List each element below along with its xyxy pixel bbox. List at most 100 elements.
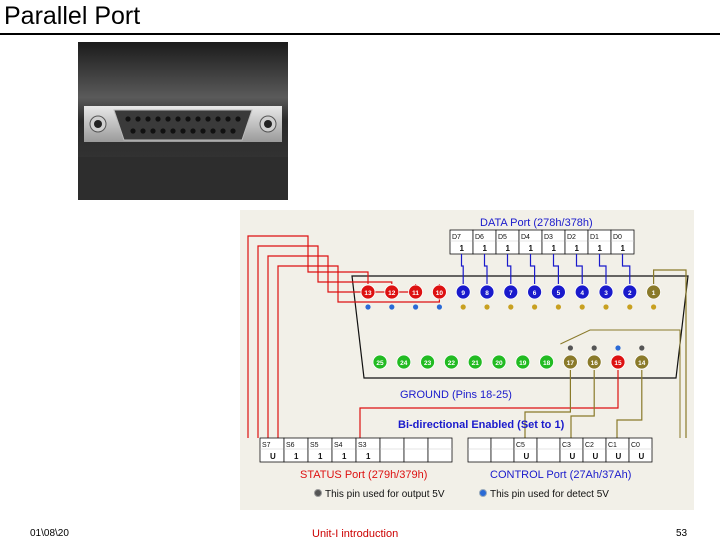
pin-label: 22	[448, 360, 456, 367]
status-cell	[307, 437, 333, 463]
control-bit-value: U	[639, 452, 645, 461]
pin-label: 5	[557, 290, 561, 297]
pin-label: 7	[509, 290, 513, 297]
legend-detect: This pin used for detect 5V	[479, 489, 609, 500]
status-bit-value: 1	[366, 452, 371, 461]
pin-11	[408, 284, 424, 300]
control-bit-label: C3	[562, 442, 571, 449]
data-bit-value: 1	[529, 244, 534, 253]
pin-17	[562, 354, 578, 370]
pin-label: 3	[604, 290, 608, 297]
status-cell	[379, 437, 405, 463]
status-wire	[257, 245, 393, 438]
pin-label: 2	[628, 290, 632, 297]
db25-connector-outline	[351, 275, 689, 379]
pin-indicator-icon	[508, 304, 514, 310]
legend-output: This pin used for output 5V	[314, 489, 445, 500]
control-bit-label: C1	[608, 442, 617, 449]
data-bit-label: D6	[475, 234, 484, 241]
pin-indicator-icon	[460, 304, 466, 310]
pin-label: 16	[591, 360, 599, 367]
control-bit-label: C2	[585, 442, 594, 449]
pin-indicator-icon	[651, 304, 657, 310]
pin-label: 20	[495, 360, 503, 367]
status-cell	[259, 437, 285, 463]
pin-indicator-icon	[591, 345, 597, 351]
pin-indicator-icon	[365, 304, 371, 310]
pin-indicator-icon	[615, 345, 621, 351]
control-cell	[490, 437, 515, 463]
status-bit-value: 1	[294, 452, 299, 461]
pin-indicator-icon	[484, 304, 490, 310]
data-wire	[575, 254, 583, 284]
pin-16	[586, 354, 602, 370]
status-bit-value: 1	[342, 452, 347, 461]
status-bit-value: 1	[318, 452, 323, 461]
data-bit-label: D3	[544, 234, 553, 241]
control-wire	[524, 370, 571, 438]
pin-label: 18	[543, 360, 551, 367]
control-wire	[570, 370, 595, 438]
data-bit-value: 1	[598, 244, 603, 253]
pin-label: 8	[485, 290, 489, 297]
pin-label: 19	[519, 360, 527, 367]
pin-label: 10	[436, 290, 444, 297]
status-bit-label: S7	[262, 442, 271, 449]
pin-21	[467, 354, 483, 370]
pin-label: 25	[376, 360, 384, 367]
status-bit-value: U	[270, 452, 276, 461]
pin-indicator-icon	[567, 345, 573, 351]
pin-2	[622, 284, 638, 300]
pin-indicator-icon	[627, 304, 633, 310]
pin-12	[384, 284, 400, 300]
pin-20	[491, 354, 507, 370]
status-cell	[427, 437, 453, 463]
pin-label: 6	[533, 290, 537, 297]
control-bit-value: U	[524, 452, 530, 461]
pin-6	[527, 284, 543, 300]
pin-label: 17	[567, 360, 575, 367]
pin-label: 11	[412, 290, 419, 297]
control-bit-value: U	[570, 452, 576, 461]
pin-label: 1	[652, 290, 656, 297]
control-cell	[628, 437, 653, 463]
control-wire	[653, 269, 687, 438]
pin-indicator-icon	[413, 304, 419, 310]
bidirectional-label: Bi-directional Enabled (Set to 1)	[398, 419, 565, 431]
data-wire	[506, 254, 512, 284]
pin-14	[634, 354, 650, 370]
pin-22	[443, 354, 459, 370]
pin-15	[610, 354, 626, 370]
status-wire	[359, 370, 619, 438]
detect-pin-legend-icon	[479, 489, 487, 497]
data-bit-value: 1	[483, 244, 488, 253]
title-divider	[0, 33, 720, 35]
pin-5	[550, 284, 566, 300]
status-cell	[403, 437, 429, 463]
parallel-port-photo	[78, 42, 288, 200]
pin-1	[646, 284, 662, 300]
status-bit-label: S4	[334, 442, 343, 449]
data-port-title: DATA Port (278h/378h)	[480, 217, 593, 229]
parallel-port-pinout-diagram: DATA Port (278h/378h) D71D61D51D41D31D21…	[240, 210, 694, 510]
control-bit-value: U	[616, 452, 622, 461]
pin-label: 15	[614, 360, 622, 367]
control-wire	[560, 329, 681, 438]
pin-label: 21	[472, 360, 480, 367]
pin-indicator-icon	[389, 304, 395, 310]
pin-10	[431, 284, 447, 300]
data-bit-label: D0	[613, 234, 622, 241]
status-cell	[331, 437, 357, 463]
data-bit-label: D2	[567, 234, 576, 241]
status-wire	[247, 235, 369, 438]
pin-19	[515, 354, 531, 370]
pin-25	[372, 354, 388, 370]
status-port-title: STATUS Port (279h/379h)	[300, 469, 427, 481]
pin-24	[396, 354, 412, 370]
ground-label: GROUND (Pins 18-25)	[400, 389, 512, 401]
data-bit-label: D1	[590, 234, 599, 241]
pin-label: 24	[400, 360, 408, 367]
